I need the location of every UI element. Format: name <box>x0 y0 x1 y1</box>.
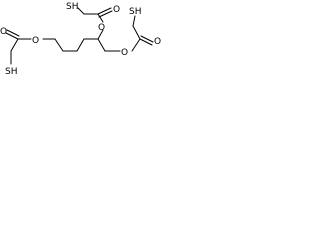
atom-label-sh-left: SH <box>5 67 17 77</box>
left-mercaptoacetate-group <box>5 29 32 65</box>
atom-label-o-ester-middle: O <box>98 23 105 33</box>
bond-c-o-double-right-a <box>139 38 153 46</box>
atom-label-o-carbonyl-right: O <box>154 37 161 47</box>
atom-label-sh-right: SH <box>129 7 141 17</box>
atom-label-o-ester-left: O <box>32 36 39 46</box>
bond-ch-o-middle <box>97 29 104 40</box>
atom-label-o-ester-right: O <box>121 48 128 58</box>
bond-c-o-double-left-a <box>5 32 19 40</box>
atom-label-o-carbonyl-middle: O <box>113 5 120 15</box>
bond-ch-ch2 <box>97 38 106 52</box>
right-mercaptoacetate-group <box>131 15 154 52</box>
atom-label-o-carbonyl-left: O <box>0 27 7 37</box>
bond-ch2-carbonyl-left <box>10 38 19 52</box>
atom-label-sh-middle: SH <box>66 2 78 12</box>
bond-ch2-sh-middle <box>77 7 85 15</box>
bond-o-carbonyl-middle <box>97 13 104 23</box>
chemical-structure-diagram: SH O O SH O O SH O O <box>0 2 161 77</box>
bond-c-o-double-left-b <box>6 29 20 37</box>
bond-c-o-double-middle-b <box>98 10 113 18</box>
bond-chain-1 <box>54 38 64 52</box>
bond-chain-3 <box>76 38 85 52</box>
bond-o-carbonyl-right <box>131 38 141 52</box>
bond-carbonyl-ch2-right <box>132 25 141 40</box>
bond-c-o-double-right-b <box>140 35 154 43</box>
bond-ch2-sh-right <box>132 15 136 27</box>
bond-c-o-double-middle-a <box>97 7 112 15</box>
carbon-chain <box>42 29 121 52</box>
middle-mercaptoacetate-group <box>77 7 113 23</box>
